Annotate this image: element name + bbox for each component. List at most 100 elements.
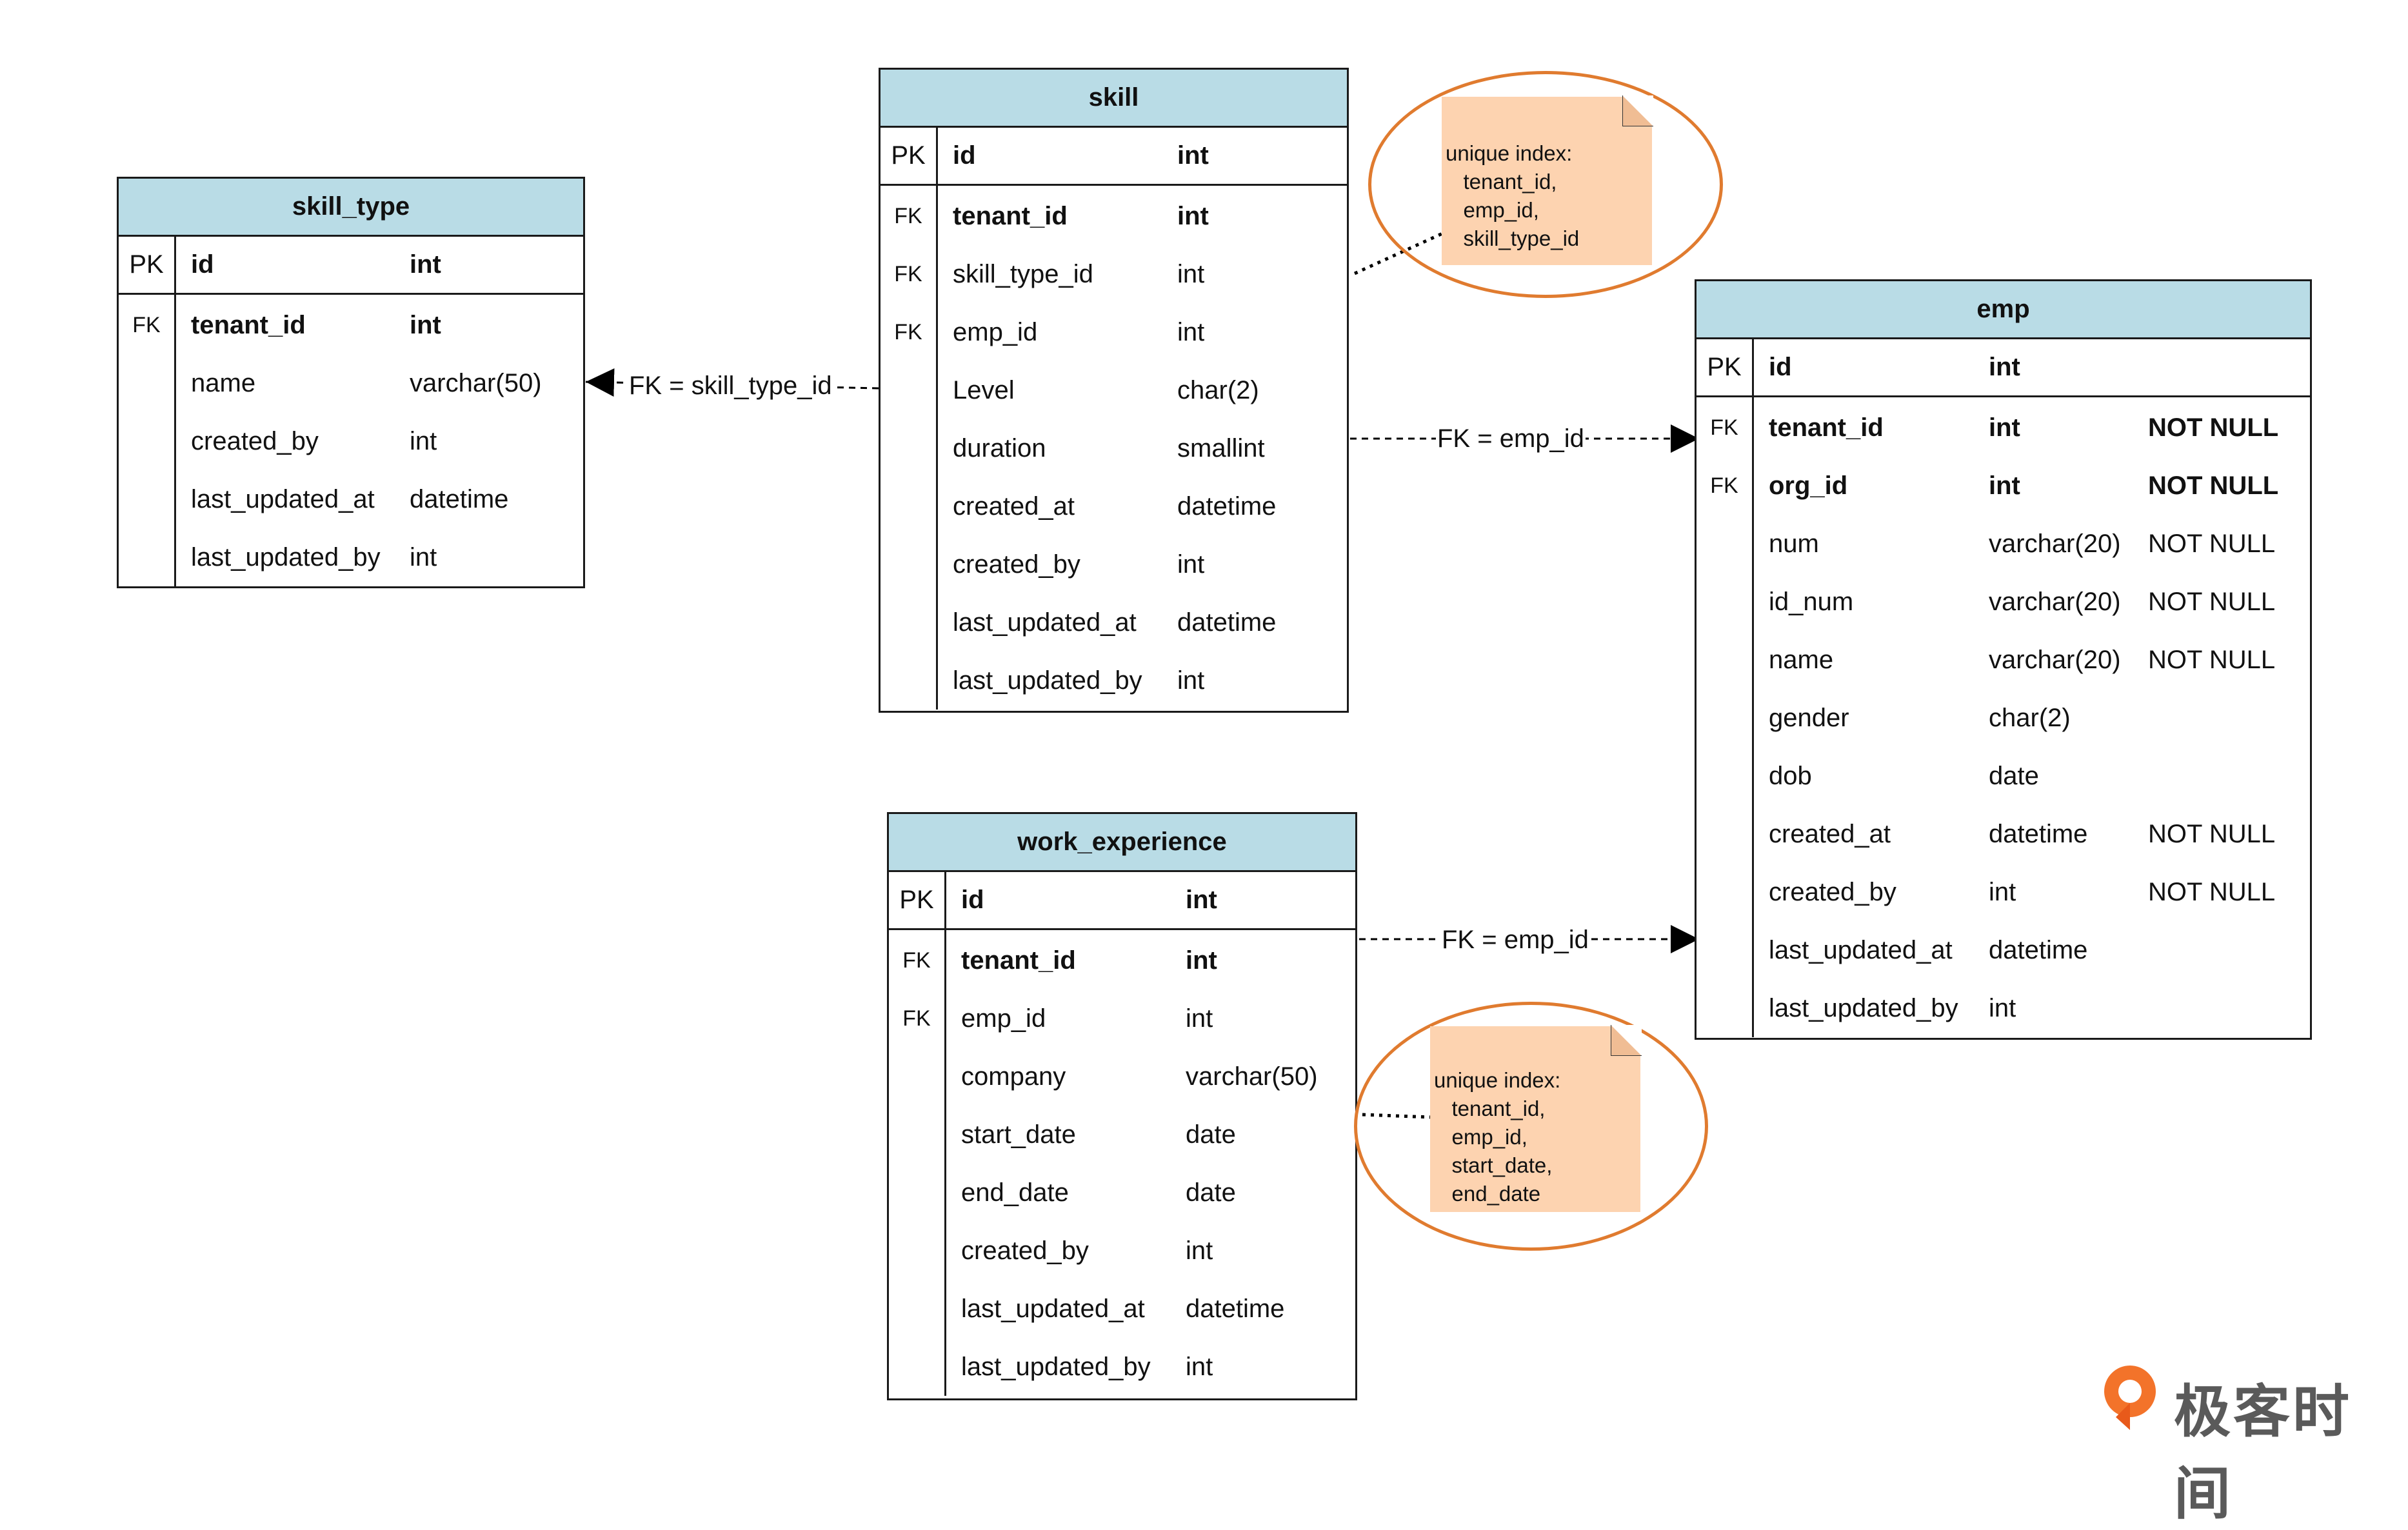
- column-name: last_updated_by: [191, 543, 381, 571]
- column-name: id: [961, 886, 984, 914]
- key-column-divider: [1697, 339, 1754, 395]
- column-type: smallint: [1177, 434, 1265, 462]
- key-marker: FK: [902, 948, 931, 973]
- column-name: last_updated_at: [1769, 936, 1953, 964]
- key-marker: [881, 361, 936, 419]
- column-name: last_updated_at: [953, 608, 1137, 637]
- column-type: varchar(20): [1989, 588, 2121, 616]
- column-name: Level: [953, 376, 1015, 404]
- column-type: int: [1177, 202, 1209, 230]
- column-type: varchar(50): [410, 369, 542, 397]
- key-marker: FK: [132, 313, 161, 337]
- key-marker: FK: [894, 204, 922, 228]
- column-name: last_updated_at: [961, 1295, 1145, 1323]
- column-type: datetime: [1177, 608, 1277, 637]
- key-marker: [119, 470, 174, 528]
- column-type: char(2): [1177, 376, 1259, 404]
- column-name: last_updated_by: [1769, 994, 1958, 1022]
- column-name: created_by: [191, 427, 319, 455]
- column-name: id: [953, 141, 976, 170]
- key-marker: FK: [894, 320, 922, 344]
- table-row[interactable]: created_by int: [119, 412, 583, 470]
- column-type: int: [1186, 946, 1217, 975]
- key-marker: [1697, 631, 1752, 689]
- key-marker: [881, 477, 936, 535]
- column-constraint: NOT NULL: [2148, 472, 2279, 500]
- key-marker: [1697, 515, 1752, 573]
- key-marker: PK: [891, 141, 926, 170]
- column-name: created_by: [961, 1237, 1089, 1265]
- column-name: id: [191, 250, 214, 279]
- key-marker: [1697, 573, 1752, 631]
- column-type: int: [1186, 886, 1217, 914]
- column-type: int: [410, 427, 437, 455]
- column-type: int: [1989, 472, 2020, 500]
- relation-label-work-experience-emp: FK = emp_id: [1440, 925, 1590, 955]
- column-name: last_updated_by: [961, 1353, 1151, 1381]
- column-type: varchar(20): [1989, 646, 2121, 674]
- column-name: name: [191, 369, 256, 397]
- column-type: datetime: [410, 485, 509, 513]
- table-row[interactable]: Level char(2): [881, 361, 1347, 419]
- column-type: int: [1177, 666, 1205, 695]
- column-type: datetime: [1177, 492, 1277, 521]
- key-marker: FK: [894, 262, 922, 286]
- key-marker: [889, 1106, 944, 1164]
- table-row[interactable]: last_updated_at datetime: [881, 593, 1347, 651]
- key-marker: [1697, 689, 1752, 747]
- table-title: work_experience: [889, 814, 1355, 872]
- column-name: gender: [1769, 704, 1849, 732]
- note-skill-unique-index: unique index: tenant_id, emp_id, skill_t…: [1442, 95, 1653, 265]
- column-name: emp_id: [961, 1004, 1046, 1033]
- column-type: int: [1177, 260, 1205, 288]
- column-name: num: [1769, 530, 1819, 558]
- column-type: int: [1186, 1004, 1213, 1033]
- key-marker: [889, 1164, 944, 1222]
- column-type: date: [1186, 1120, 1236, 1149]
- column-constraint: NOT NULL: [2148, 646, 2276, 674]
- column-name: org_id: [1769, 472, 1848, 500]
- column-type: date: [1186, 1178, 1236, 1207]
- key-column-divider: [889, 872, 946, 928]
- key-marker: [1697, 805, 1752, 863]
- table-row[interactable]: name varchar(50): [119, 354, 583, 412]
- table-title: skill_type: [119, 179, 583, 237]
